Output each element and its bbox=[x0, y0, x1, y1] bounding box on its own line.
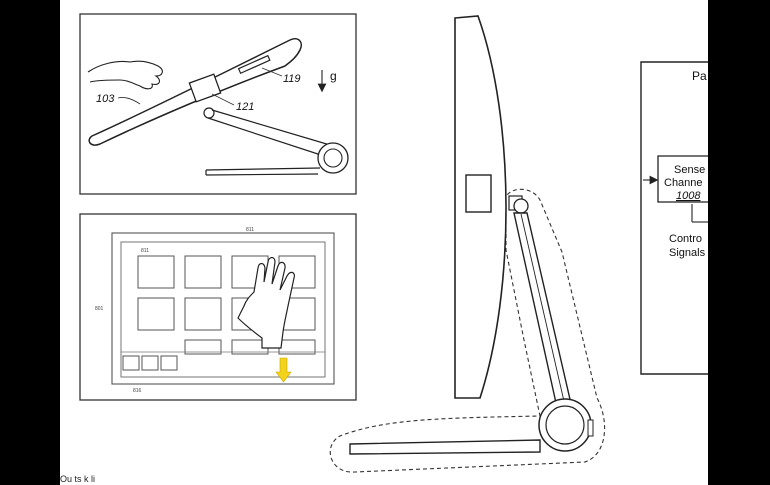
grid-icon bbox=[137, 297, 175, 331]
display-slot bbox=[237, 54, 271, 75]
leader-119 bbox=[261, 67, 283, 77]
label-119: 119 bbox=[283, 73, 301, 85]
dock-icon bbox=[141, 355, 159, 371]
icon-grid bbox=[137, 255, 316, 355]
block-diagram: Pa Sense Channe 1008 Contro Signals bbox=[640, 61, 708, 375]
side-hinge bbox=[513, 198, 529, 214]
label-gravity: g bbox=[330, 69, 337, 83]
grid-icon bbox=[184, 255, 222, 289]
leader-121 bbox=[211, 93, 235, 106]
sense-label-line1: Sense bbox=[674, 164, 705, 176]
panel-a-tilted-display: 103 121 119 g bbox=[79, 13, 357, 195]
block-outer-border bbox=[640, 61, 708, 375]
hand-icon bbox=[237, 256, 295, 349]
dock-icon bbox=[160, 355, 178, 371]
side-base-pivot-inner bbox=[545, 405, 585, 445]
base-pivot-inner bbox=[323, 148, 343, 168]
dock-icon bbox=[122, 355, 140, 371]
sensor-box bbox=[188, 73, 222, 103]
control-label-line1: Contro bbox=[669, 233, 702, 245]
panel-a-border bbox=[79, 13, 357, 195]
label-121: 121 bbox=[236, 101, 254, 113]
side-base-cap bbox=[587, 419, 594, 437]
grid-icon bbox=[184, 297, 222, 331]
side-arm-inner bbox=[520, 213, 567, 411]
block-top-label: Pa bbox=[692, 69, 707, 83]
side-base-foot bbox=[349, 439, 541, 455]
hand-icon bbox=[87, 60, 163, 90]
leader-103 bbox=[117, 97, 141, 105]
label-811-icon: 811 bbox=[141, 248, 149, 254]
label-801: 801 bbox=[95, 306, 104, 312]
arm-lower-edge bbox=[207, 117, 325, 157]
swipe-down-arrow-icon bbox=[275, 357, 292, 383]
caption-fragment: Ou ts k li bbox=[60, 474, 96, 484]
panel-b-touch-screen: 811 811 801 816 bbox=[79, 213, 357, 401]
label-816: 816 bbox=[133, 388, 142, 394]
label-103: 103 bbox=[96, 93, 115, 105]
sense-label-line2: Channe bbox=[664, 177, 703, 189]
grid-icon bbox=[137, 255, 175, 289]
side-sensor-box bbox=[465, 174, 492, 213]
sense-ref-number: 1008 bbox=[676, 190, 701, 202]
dashed-stand-outline bbox=[329, 188, 606, 473]
side-view-device bbox=[329, 15, 606, 473]
grid-icon bbox=[278, 255, 316, 289]
label-811-top: 811 bbox=[246, 227, 254, 233]
hinge-top bbox=[203, 107, 215, 119]
grid-icon bbox=[184, 339, 222, 355]
base-foot bbox=[205, 167, 321, 176]
arm-upper-edge bbox=[211, 109, 331, 146]
control-label-line2: Signals bbox=[669, 247, 706, 259]
